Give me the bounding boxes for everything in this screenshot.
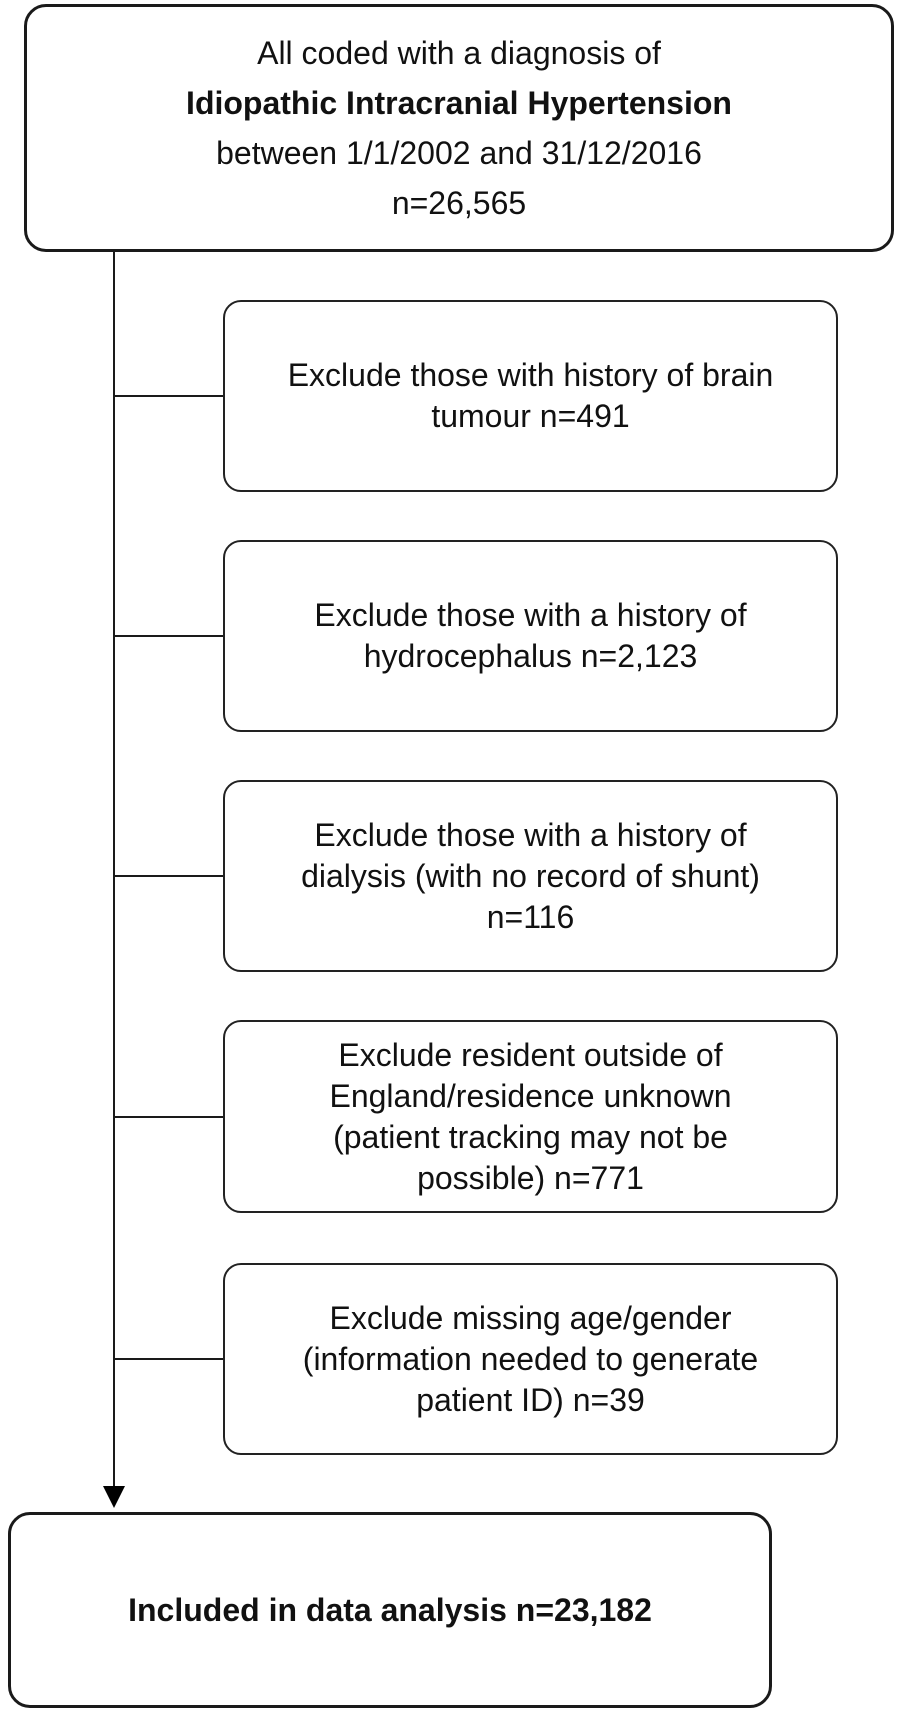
exclusion-text: hydrocephalus n=2,123 — [363, 638, 698, 674]
exclusion-text: dialysis (with no record of shunt) — [301, 857, 760, 894]
exclusion-box-residence: Exclude resident outside of England/resi… — [223, 1020, 838, 1213]
exclusion-text: patient ID) n=39 — [416, 1381, 645, 1418]
exclusion-text: Exclude those with history of brain — [287, 357, 774, 393]
arrowhead — [103, 1486, 125, 1508]
start-line-1: All coded with a diagnosis of — [257, 35, 661, 71]
exclusion-text: Exclude those with a history of — [314, 816, 747, 853]
exclusion-box-dialysis: Exclude those with a history of dialysis… — [223, 780, 838, 972]
diagnosis-name: Idiopathic Intracranial Hypertension — [186, 85, 732, 121]
exclusion-text: (information needed to generate — [302, 1340, 759, 1377]
exclusion-text: (patient tracking may not be — [333, 1118, 728, 1155]
exclusion-text: n=116 — [486, 898, 575, 935]
exclusion-text: Exclude missing age/gender — [329, 1299, 732, 1336]
start-box: All coded with a diagnosis of Idiopathic… — [24, 4, 894, 252]
exclusion-text: Exclude resident outside of — [338, 1036, 723, 1073]
result-box: Included in data analysis n=23,182 — [8, 1512, 772, 1708]
start-count: n=26,565 — [391, 185, 527, 221]
date-range: between 1/1/2002 and 31/12/2016 — [216, 135, 702, 171]
result-text: Included in data analysis n=23,182 — [128, 1591, 652, 1628]
exclusion-box-brain-tumour: Exclude those with history of brain tumo… — [223, 300, 838, 492]
exclusion-text: England/residence unknown — [329, 1077, 732, 1114]
exclusion-text: tumour n=491 — [431, 398, 630, 434]
exclusion-text: possible) n=771 — [417, 1159, 644, 1196]
exclusion-box-missing-age-gender: Exclude missing age/gender (information … — [223, 1263, 838, 1455]
exclusion-text: Exclude those with a history of — [314, 597, 747, 633]
exclusion-box-hydrocephalus: Exclude those with a history of hydrocep… — [223, 540, 838, 732]
